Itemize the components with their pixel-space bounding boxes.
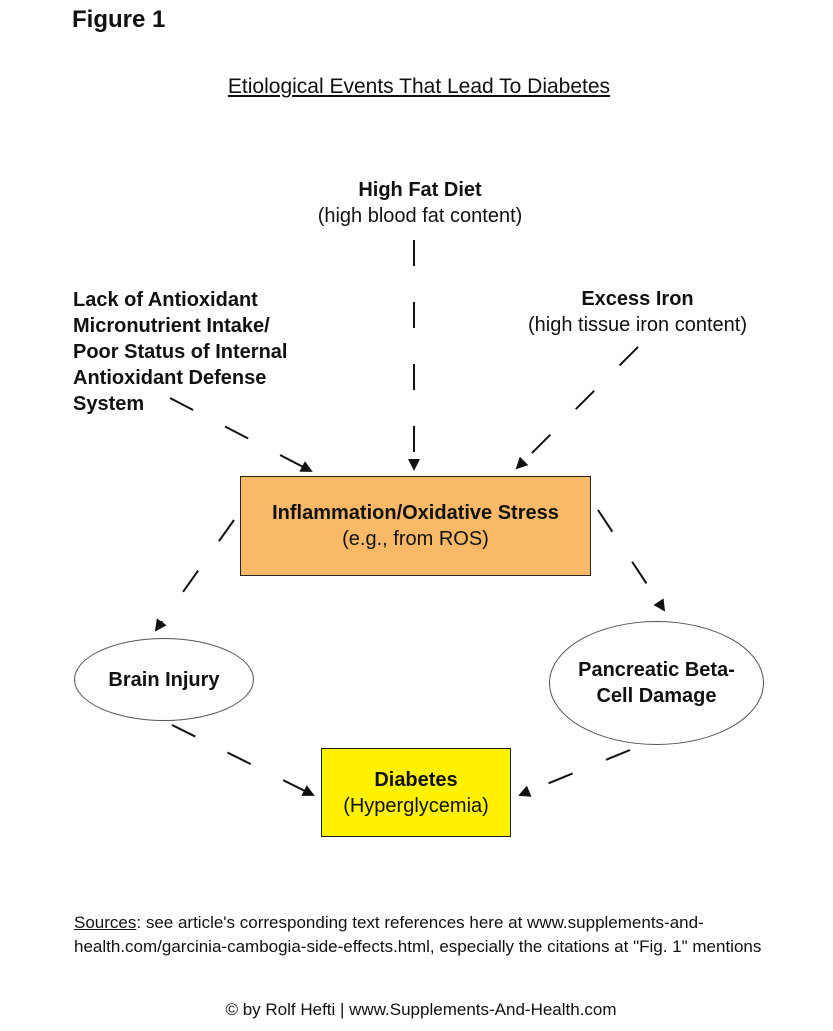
footer-credit: © by Rolf Hefti | www.Supplements-And-He…	[225, 1000, 617, 1019]
node-antioxidant-line: Micronutrient Intake/	[73, 315, 270, 337]
node-high-fat-diet-label: High Fat Diet	[358, 179, 482, 201]
node-excess-iron: Excess Iron (high tissue iron content)	[505, 286, 770, 338]
arrow-oxidative-to-brain	[154, 519, 235, 632]
sources-note: Sources: see article's corresponding tex…	[74, 911, 794, 959]
diagram-title: Etiological Events That Lead To Diabetes	[227, 75, 611, 98]
node-oxidative-stress-sub: (e.g., from ROS)	[342, 528, 489, 550]
figure-label: Figure 1	[72, 6, 166, 33]
arrow-pancreatic-to-diabetes	[518, 749, 631, 797]
node-brain-injury-label: Brain Injury	[108, 668, 220, 691]
node-pancreatic-line: Cell Damage	[596, 685, 717, 707]
node-excess-iron-sub: (high tissue iron content)	[527, 314, 747, 336]
node-pancreatic-ellipse: Pancreatic Beta- Cell Damage	[549, 621, 764, 745]
node-diabetes-sub: (Hyperglycemia)	[343, 794, 489, 817]
sources-text: : see article's corresponding text refer…	[74, 913, 762, 956]
node-high-fat-diet: High Fat Diet (high blood fat content)	[290, 177, 550, 229]
arrow-brain-to-diabetes	[171, 724, 315, 796]
node-diabetes-box: Diabetes (Hyperglycemia)	[321, 748, 511, 837]
arrow-antioxidant-to-oxidative	[169, 397, 313, 472]
sources-heading: Sources	[74, 913, 137, 932]
node-antioxidant-line: Poor Status of Internal	[73, 341, 288, 363]
node-pancreatic-line: Pancreatic Beta-	[578, 659, 735, 681]
node-brain-injury-ellipse: Brain Injury	[74, 638, 254, 721]
node-antioxidant-line: Lack of Antioxidant	[73, 289, 258, 311]
node-excess-iron-label: Excess Iron	[581, 288, 694, 310]
node-antioxidant-line: Antioxidant Defense	[73, 367, 267, 389]
node-antioxidant-deficiency: Lack of Antioxidant Micronutrient Intake…	[73, 287, 373, 417]
arrow-oxidative-to-pancreatic	[597, 509, 666, 612]
node-oxidative-stress-box: Inflammation/Oxidative Stress (e.g., fro…	[240, 476, 591, 576]
arrow-iron-to-oxidative	[515, 346, 639, 470]
node-antioxidant-line: System	[73, 393, 145, 415]
node-high-fat-diet-sub: (high blood fat content)	[317, 205, 523, 227]
node-diabetes-label: Diabetes	[374, 768, 458, 791]
node-oxidative-stress-label: Inflammation/Oxidative Stress	[272, 502, 559, 524]
